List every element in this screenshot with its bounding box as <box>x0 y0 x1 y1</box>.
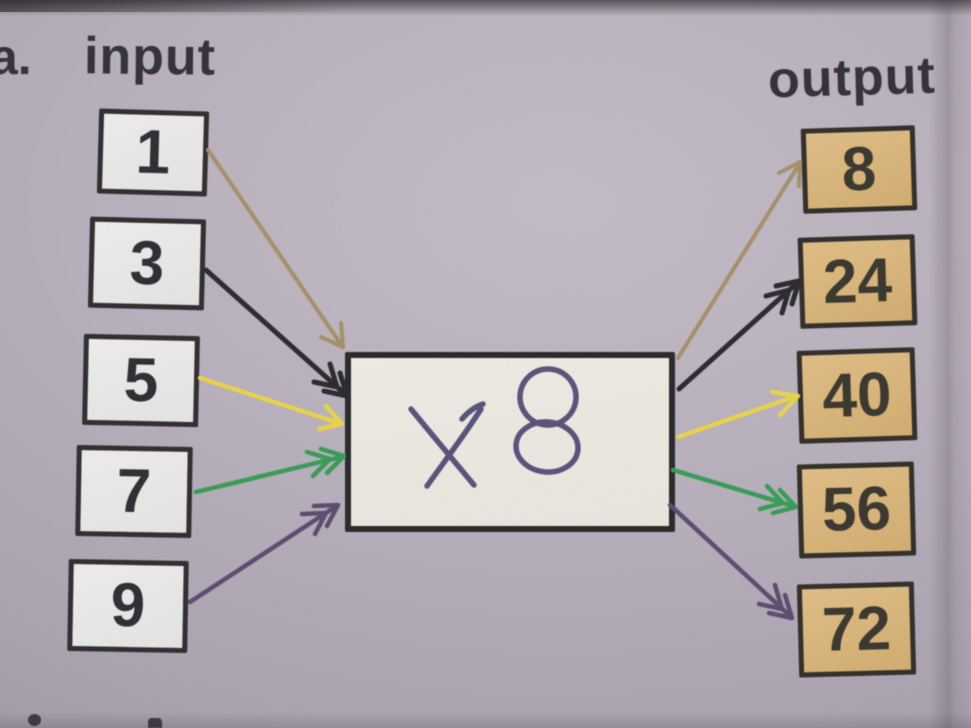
connection-arrow-1-to-8 <box>206 148 802 360</box>
arrow-head <box>321 370 350 399</box>
input-box-9: 9 <box>67 558 189 654</box>
arrow-line <box>193 454 344 495</box>
output-header: output <box>767 46 937 110</box>
arrow-head <box>311 502 341 529</box>
arrow-head <box>319 321 345 349</box>
arrow-head <box>311 361 340 390</box>
function-machine-box <box>345 352 675 532</box>
output-box-72: 72 <box>796 581 917 678</box>
input-box-1: 1 <box>96 108 210 197</box>
input-box-5: 5 <box>82 333 200 428</box>
output-value-56: 56 <box>821 474 892 545</box>
input-box-7: 7 <box>75 444 193 539</box>
arrow-line <box>670 467 796 509</box>
arrow-line <box>667 502 792 618</box>
photo-shadow-bottom <box>0 712 971 728</box>
input-value-3: 3 <box>128 228 166 298</box>
output-value-8: 8 <box>840 133 878 205</box>
arrow-head <box>318 446 347 476</box>
arrow-head <box>757 483 786 512</box>
photo-shadow-top-left <box>0 0 340 12</box>
arrow-head <box>769 389 801 418</box>
output-value-40: 40 <box>821 359 893 431</box>
photo-shadow-right-edge <box>929 0 971 728</box>
arrow-head <box>763 287 792 316</box>
input-header: input <box>83 27 217 87</box>
arrow-head <box>756 582 785 612</box>
arrow-line <box>676 164 800 360</box>
arrow-head <box>773 278 802 307</box>
input-value-5: 5 <box>123 345 159 415</box>
input-value-1: 1 <box>134 117 172 187</box>
arrow-head <box>770 487 799 516</box>
arrow-head <box>299 510 329 537</box>
arrow-head <box>316 403 345 432</box>
arrow-line <box>676 281 799 392</box>
arrow-line <box>203 267 347 396</box>
input-box-3: 3 <box>87 216 207 311</box>
arrow-head <box>777 160 802 188</box>
arrow-line <box>206 148 342 345</box>
arrow-line <box>197 375 342 426</box>
output-box-56: 56 <box>796 461 917 559</box>
output-box-8: 8 <box>800 125 918 214</box>
arrow-line <box>675 394 797 440</box>
arrow-head <box>304 449 333 479</box>
arrow-head <box>766 592 795 621</box>
output-box-40: 40 <box>796 347 918 444</box>
item-label: a. <box>0 29 32 85</box>
output-value-72: 72 <box>821 593 892 665</box>
arrow-line <box>187 504 338 605</box>
output-value-24: 24 <box>821 245 894 317</box>
input-value-9: 9 <box>110 570 146 641</box>
output-box-24: 24 <box>797 234 918 329</box>
input-value-7: 7 <box>116 456 152 526</box>
